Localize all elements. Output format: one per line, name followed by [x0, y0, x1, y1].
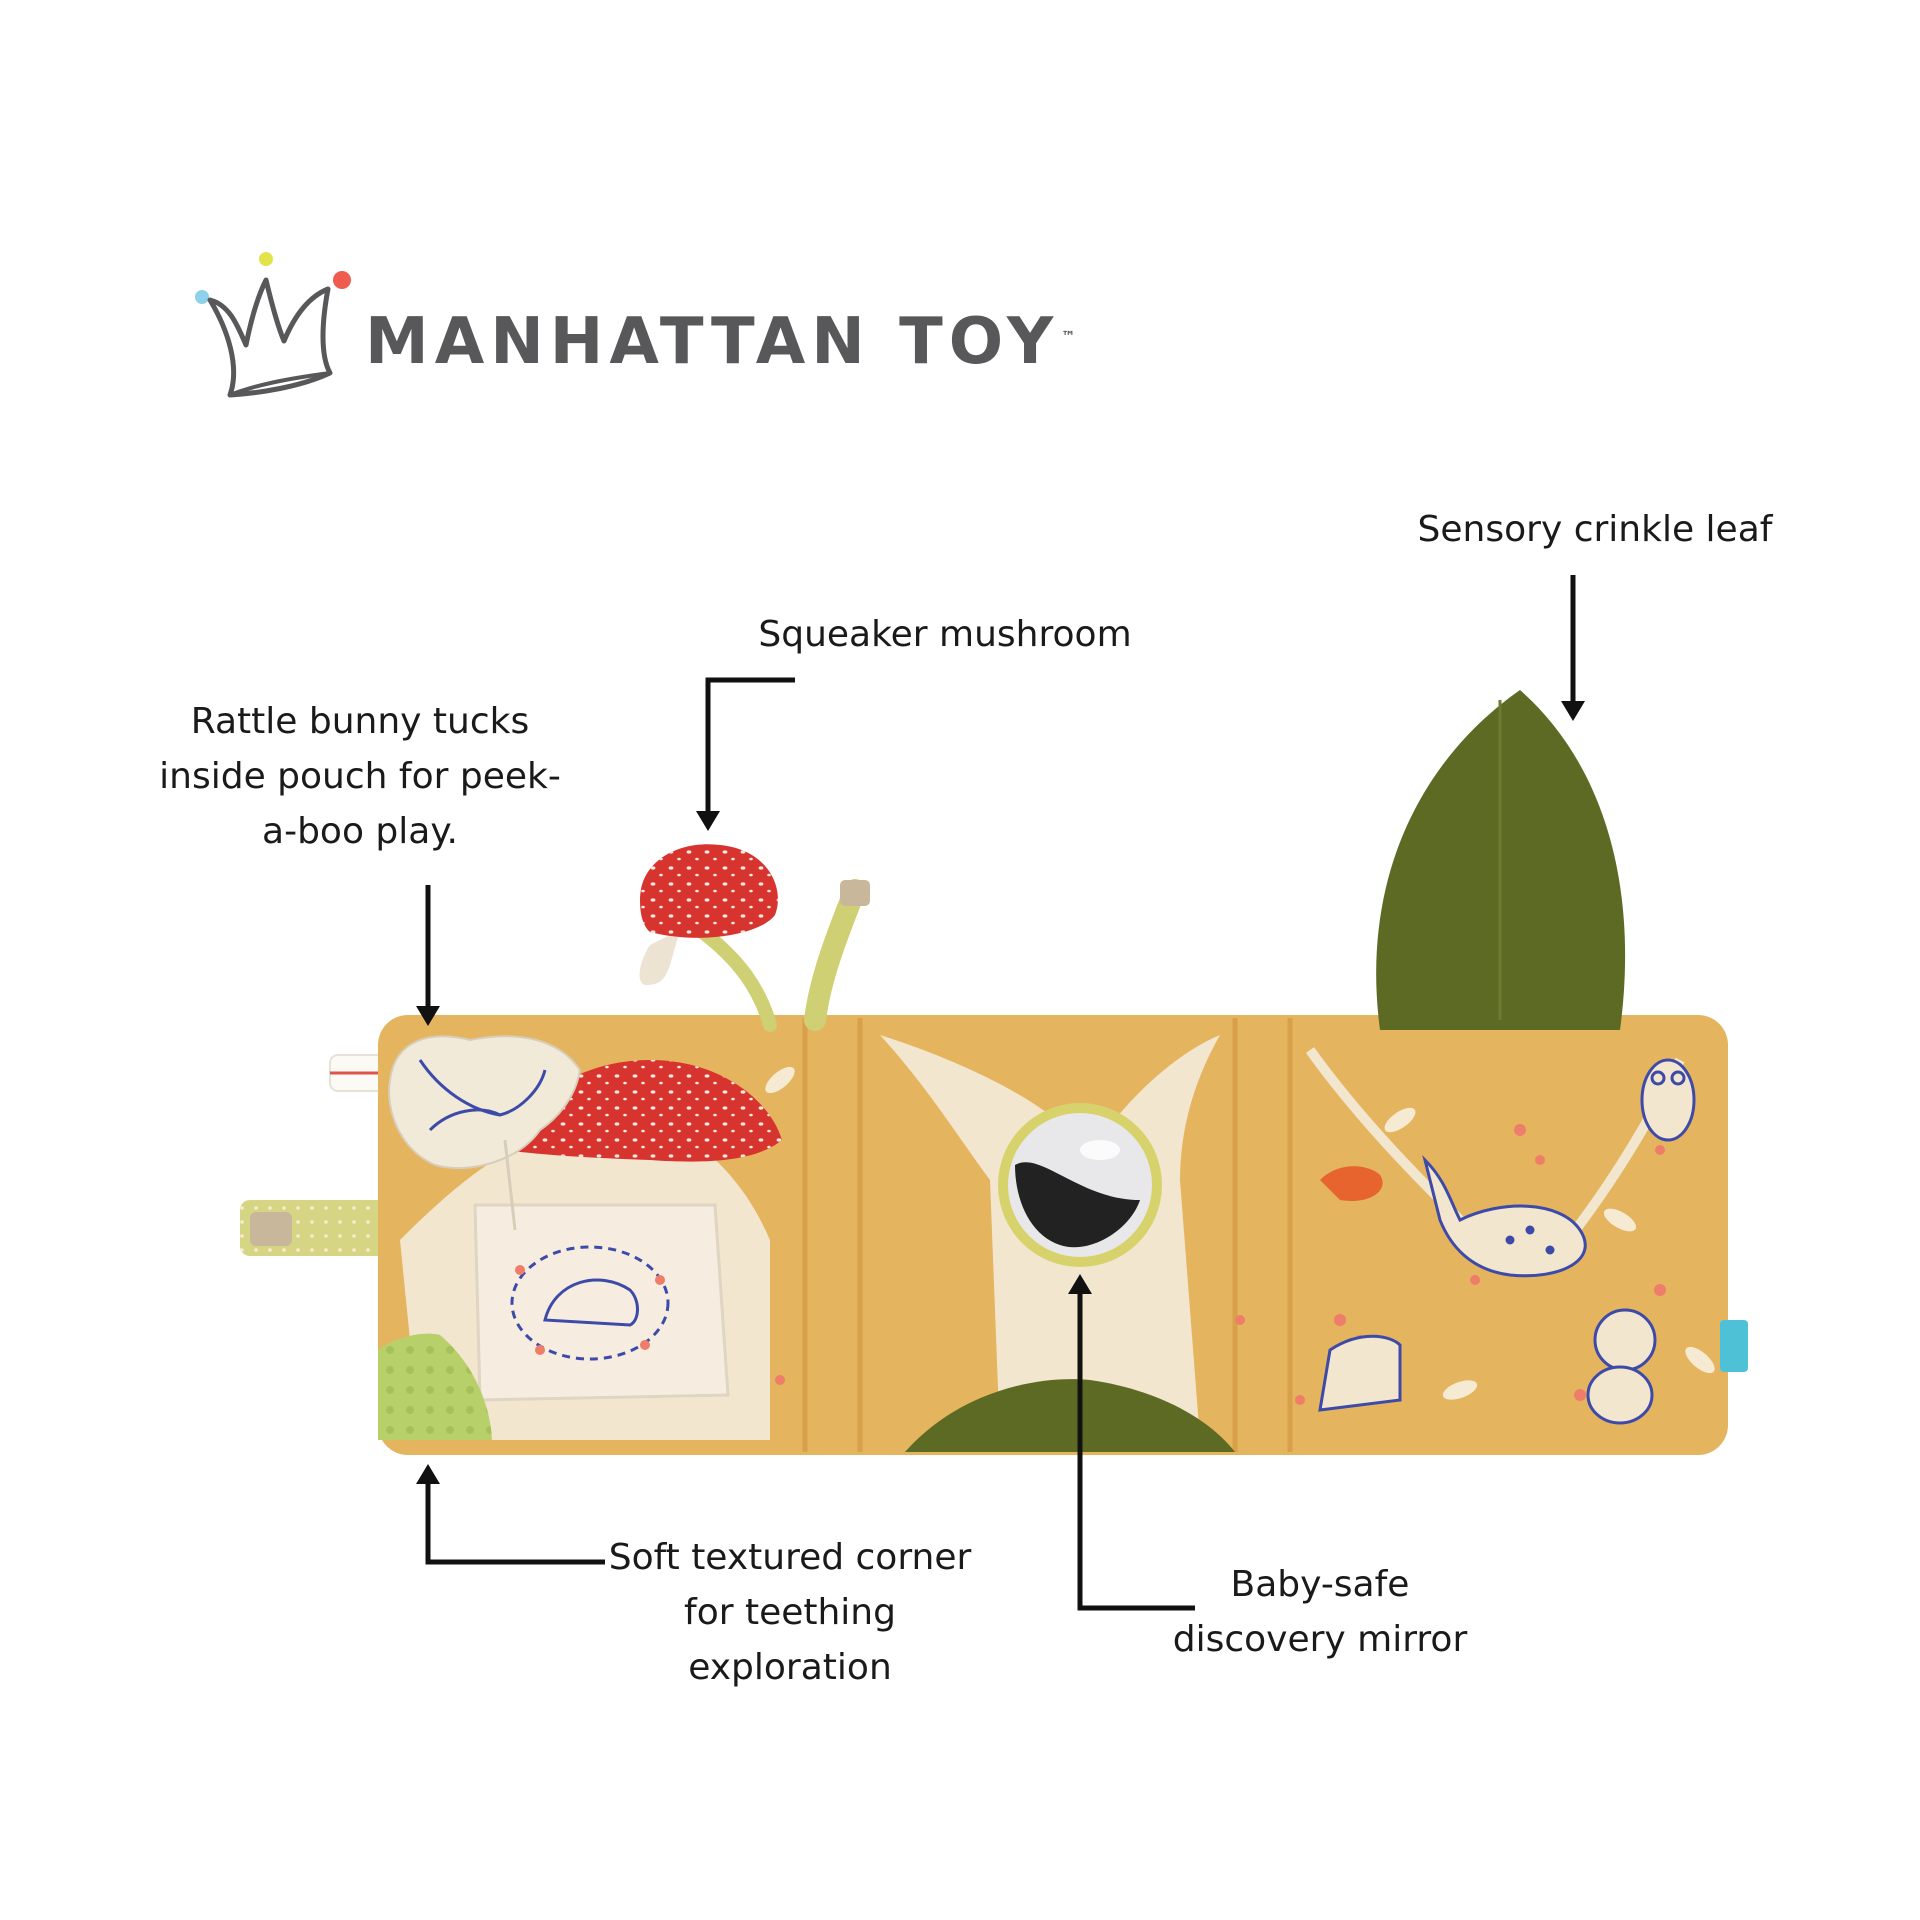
arrowhead-down-icon [696, 811, 720, 831]
arrowhead-down-icon [1561, 701, 1585, 721]
woodland-animal-prints [1318, 1058, 1696, 1425]
loop-tab [804, 879, 870, 1031]
callout-line: Baby-safe [1230, 1564, 1410, 1605]
callout-line: Sensory crinkle leaf [1417, 509, 1773, 550]
squeaker-mushroom [639, 844, 778, 1032]
callout-mirror: Baby-safe discovery mirror [1160, 1557, 1480, 1667]
logo-dot-red [333, 271, 351, 289]
callout-teething-corner: Soft textured corner for teething explor… [590, 1530, 990, 1695]
rattle-bunny [388, 1035, 582, 1231]
mirror-arrow [1077, 1290, 1195, 1611]
callout-line: discovery mirror [1172, 1619, 1468, 1660]
callout-line: Rattle bunny tucks [190, 701, 530, 742]
discovery-mirror [998, 1103, 1162, 1267]
callout-line: for teething [684, 1592, 896, 1633]
callout-squeaker-mushroom: Squeaker mushroom [735, 607, 1155, 662]
arrowheads [416, 701, 1585, 1484]
teething-arrow [425, 1480, 605, 1565]
logo-dot-yellow [259, 252, 273, 266]
arrowhead-down-icon [416, 1006, 440, 1026]
callout-line: inside pouch for peek- [159, 756, 561, 797]
green-hill-patch [905, 1379, 1235, 1452]
callout-crinkle-leaf: Sensory crinkle leaf [1385, 502, 1805, 557]
trademark-symbol: ™ [1061, 328, 1076, 345]
callout-arrows [425, 575, 1576, 1611]
callout-rattle-bunny: Rattle bunny tucks inside pouch for peek… [150, 694, 570, 859]
arrowhead-up-icon [416, 1464, 440, 1484]
velcro-tab [240, 1200, 390, 1256]
brand-tag [1720, 1320, 1748, 1372]
callout-line: Soft textured corner [608, 1537, 972, 1578]
callout-line: a-boo play. [262, 811, 458, 852]
callout-line: exploration [688, 1647, 892, 1688]
callout-line: Squeaker mushroom [758, 614, 1132, 655]
peekaboo-pouch [473, 1203, 730, 1402]
teether-corner [378, 1333, 492, 1440]
squirrel-print [1320, 1166, 1383, 1201]
crown-icon [195, 252, 351, 398]
squeaker-arrow [705, 677, 795, 815]
logo-dot-blue [195, 290, 209, 304]
arrowhead-up-icon [1068, 1274, 1092, 1294]
